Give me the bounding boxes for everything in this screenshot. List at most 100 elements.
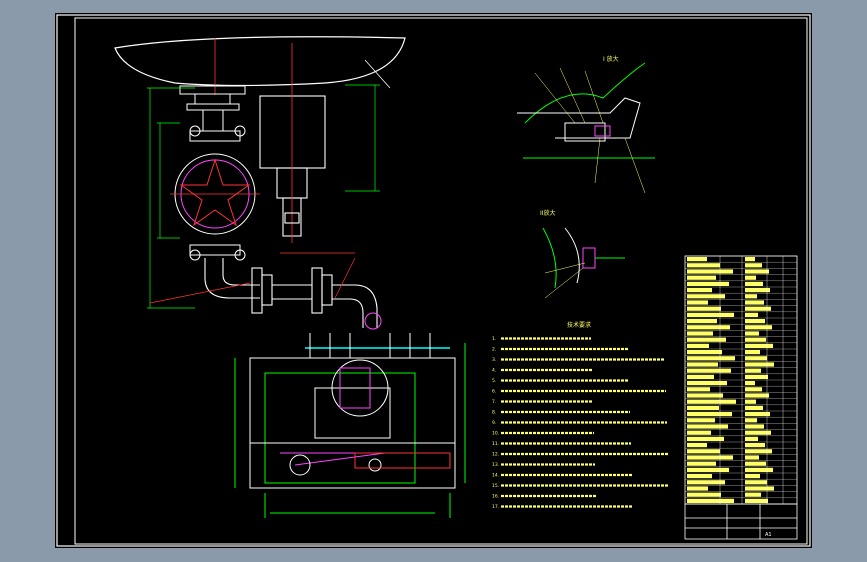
bom-cell-text <box>687 343 709 348</box>
bom-cell-text <box>745 337 766 342</box>
note-number: 7. <box>492 399 496 405</box>
title-block: A1 <box>684 503 798 540</box>
bom-cell-text <box>745 412 770 417</box>
bom-cell-text <box>745 306 771 311</box>
bom-cell-text <box>687 257 707 262</box>
bom-cell-text <box>745 362 774 367</box>
note-number: 4. <box>492 368 496 374</box>
detail-view-1-label: I 放大 <box>603 55 619 63</box>
lower-frame <box>234 312 466 518</box>
bom-cell-text <box>745 325 772 330</box>
bom-cell-text <box>687 306 721 311</box>
bom-cell-text <box>687 269 733 274</box>
detail-view-1: I 放大 <box>517 55 655 194</box>
note-number: 6. <box>492 389 496 395</box>
bom-cell-text <box>745 461 766 466</box>
bom-cell-text <box>745 474 760 479</box>
bom-cell-text <box>687 325 730 330</box>
bom-cell-text <box>745 418 757 423</box>
actuator-housing <box>259 43 326 243</box>
note-number: 2. <box>492 347 496 353</box>
piping <box>149 252 378 328</box>
bom-cell-text <box>745 436 758 441</box>
bom-cell-text <box>687 480 725 485</box>
bom-cell-text <box>687 362 718 367</box>
bom-cell-text <box>687 300 708 305</box>
bom-cell-text <box>745 449 772 454</box>
notes-title: 技术要求 <box>567 321 591 329</box>
diaphragm-valve <box>170 125 260 261</box>
note-number: 5. <box>492 378 496 384</box>
bom-cell-text <box>745 486 774 491</box>
inner-frame <box>74 17 808 545</box>
note-number: 15. <box>492 483 499 489</box>
bom-cell-text <box>687 281 729 286</box>
technical-notes: 技术要求 1.2.3.4.5.6.7.8.9.10.11.12.13.14.15… <box>492 321 669 510</box>
note-number: 9. <box>492 420 496 426</box>
bom-cell-text <box>745 399 756 404</box>
bom-cell-text <box>687 294 725 299</box>
bom-cell-text <box>745 356 767 361</box>
bom-cell-text <box>745 275 756 280</box>
bom-cell-text <box>687 381 727 386</box>
bom-cell-text <box>687 350 722 355</box>
bom-cell-text <box>687 498 734 503</box>
bom-cell-text <box>687 319 717 324</box>
bom-cell-text <box>687 461 716 466</box>
bom-cell-text <box>687 399 736 404</box>
bom-cell-text <box>745 288 770 293</box>
bom-cell-text <box>745 374 768 379</box>
bom-cell-text <box>745 350 760 355</box>
bom-cell-text <box>687 368 731 373</box>
bom-cell-text <box>745 443 765 448</box>
bom-cell-text <box>687 288 712 293</box>
bom-cell-text <box>745 269 769 274</box>
bom-cell-text <box>745 294 757 299</box>
note-number: 10. <box>492 431 499 437</box>
bom-cell-text <box>745 498 768 503</box>
bom-cell-text <box>745 381 755 386</box>
bom-cell-text <box>687 412 732 417</box>
bom-cell-text <box>687 430 711 435</box>
bom-cell-text <box>745 343 773 348</box>
bom-cell-text <box>687 275 716 280</box>
note-number: 16. <box>492 494 499 500</box>
bom-cell-text <box>687 387 710 392</box>
vessel-head <box>114 36 406 95</box>
bom-cell-text <box>687 449 720 454</box>
dimension-lines-left <box>147 84 380 309</box>
bom-cell-text <box>687 263 720 268</box>
bom-cell-text <box>687 405 719 410</box>
bom-cell-text <box>687 331 713 336</box>
bom-cell-text <box>745 257 755 262</box>
bom-cell-text <box>687 418 715 423</box>
bom-cell-text <box>745 312 758 317</box>
outer-frame <box>56 14 811 547</box>
bom-cell-text <box>745 405 763 410</box>
assembly-drawing: I 放大 II放大 <box>56 14 811 547</box>
bom-cell-text <box>745 331 759 336</box>
bom-cell-text <box>687 492 721 497</box>
bom-cell-text <box>687 467 729 472</box>
note-number: 13. <box>492 462 499 468</box>
bom-cell-text <box>745 424 764 429</box>
bom-cell-text <box>687 312 734 317</box>
bom-cell-text <box>745 263 762 268</box>
detail-view-2: II放大 <box>540 209 625 299</box>
bom-cell-text <box>745 480 767 485</box>
bom-cell-text <box>745 368 761 373</box>
bom-cell-text <box>687 455 733 460</box>
note-number: 11. <box>492 441 499 447</box>
parts-list <box>684 255 798 505</box>
note-number: 3. <box>492 357 496 363</box>
bom-cell-text <box>745 492 761 497</box>
bom-cell-text <box>745 319 765 324</box>
drawing-sheet: I 放大 II放大 <box>55 13 812 548</box>
bom-cell-text <box>687 337 726 342</box>
note-number: 14. <box>492 473 499 479</box>
detail-view-2-label: II放大 <box>540 209 556 217</box>
bom-cell-text <box>687 474 712 479</box>
bom-cell-text <box>745 430 771 435</box>
note-number: 1. <box>492 336 496 342</box>
